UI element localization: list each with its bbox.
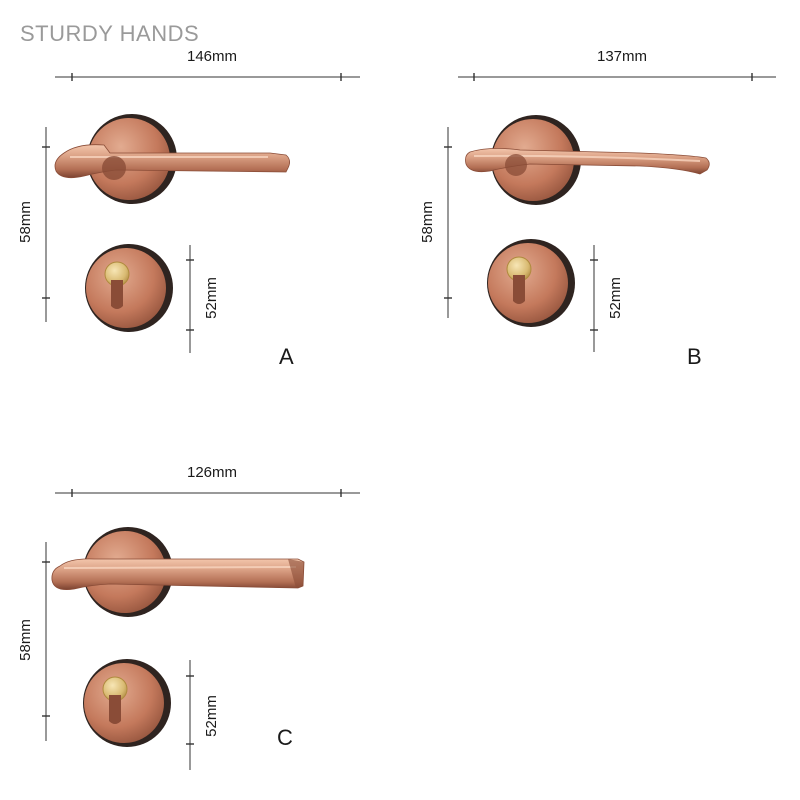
height-dimension-b: 58mm [419,127,452,318]
variant-label: C [277,725,293,750]
width-label: 137mm [597,48,647,65]
height-dimension-c: 58mm [17,542,50,741]
handle-b [465,115,710,205]
lock-dimension-c: 52mm [186,660,220,770]
lever-arm [51,558,305,590]
variant-label: B [687,344,702,369]
height-label: 58mm [17,201,34,243]
lever-arm [465,148,710,175]
variant-a: 146mm 58mm 52mm A [17,48,360,369]
width-dimension-b: 137mm [458,48,776,81]
handle-a [54,114,290,204]
keyhole-slot [109,695,121,724]
lock-cylinder-a [85,244,173,332]
lock-cylinder-b [487,239,575,327]
lock-cylinder-c [83,659,171,747]
brand-watermark: STURDY HANDS [20,21,199,46]
height-label: 58mm [17,619,34,661]
width-dimension-a: 146mm [55,48,360,81]
variant-label: A [279,344,294,369]
keyhole-slot [513,275,525,304]
lock-label: 52mm [203,695,220,737]
height-dimension-a: 58mm [17,127,50,322]
width-label: 146mm [187,48,237,65]
lock-label: 52mm [607,277,624,319]
width-dimension-c: 126mm [55,464,360,497]
variant-b: 137mm 58mm 52mm B [419,48,776,369]
handle-c [51,527,305,617]
keyhole-slot [111,280,123,309]
variant-c: 126mm 58mm 52mm C [17,464,360,770]
height-label: 58mm [419,201,436,243]
lock-dimension-a: 52mm [186,245,220,353]
lock-dimension-b: 52mm [590,245,624,352]
width-label: 126mm [187,464,237,481]
lock-label: 52mm [203,277,220,319]
